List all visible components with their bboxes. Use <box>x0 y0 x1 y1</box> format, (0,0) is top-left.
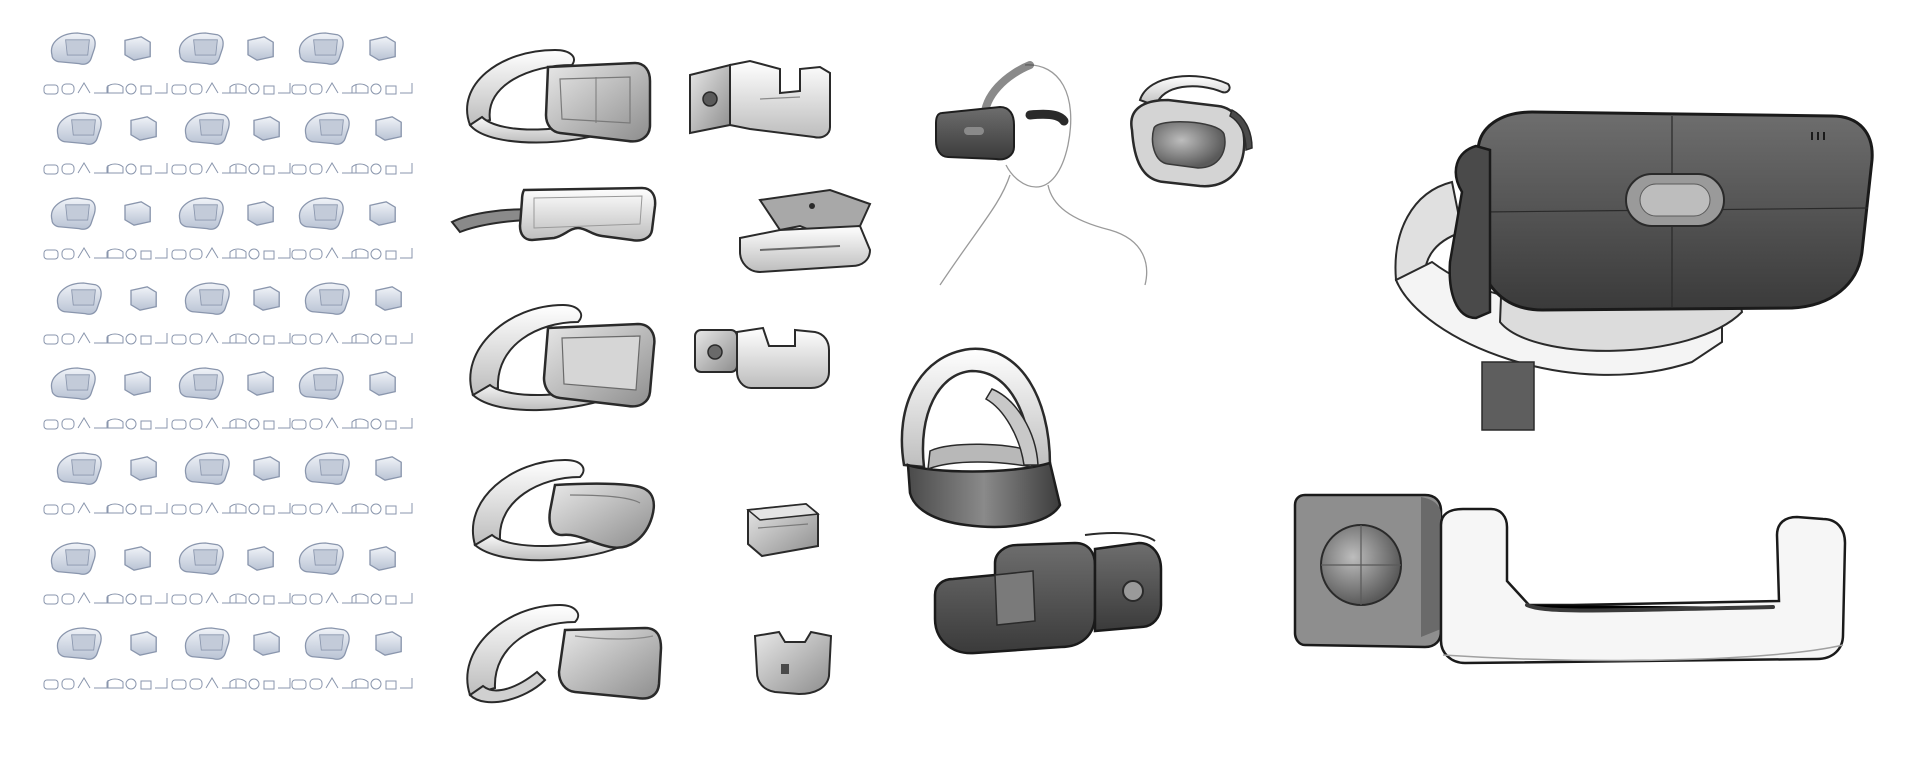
cradle-icon <box>43 197 109 260</box>
glasses-icon <box>43 367 109 430</box>
headset-rear-view <box>1130 75 1253 188</box>
controller-icon <box>106 371 168 430</box>
headset-curved-sketch <box>472 458 656 562</box>
glasses-icon <box>171 197 237 260</box>
stand-icon <box>229 286 291 345</box>
clamp-cube-sketch <box>694 326 830 389</box>
open-box-icon <box>291 627 357 690</box>
final-headset-render <box>1394 110 1874 431</box>
headset-icon <box>351 286 413 345</box>
tray-icon <box>351 201 413 260</box>
final-clamp-render <box>1293 493 1847 665</box>
headset-icon <box>106 631 168 690</box>
headset-icon <box>229 456 291 515</box>
cradle-icon <box>229 631 291 690</box>
open-box-icon <box>43 282 109 345</box>
person-wearing-headset <box>935 61 1148 286</box>
controller-icon <box>291 112 357 175</box>
controller-icon <box>43 452 109 515</box>
small-block-sketch <box>746 502 820 558</box>
glasses-icon <box>106 286 168 345</box>
stand-icon <box>43 542 109 605</box>
open-box-icon <box>351 546 413 605</box>
phone-mount-icon <box>229 546 291 605</box>
phone-mount-icon <box>171 627 237 690</box>
controller-icon <box>229 201 291 260</box>
thumbnail-grid <box>43 32 413 690</box>
headset-side-render <box>900 347 1062 529</box>
stand-icon <box>171 367 237 430</box>
tray-icon <box>43 627 109 690</box>
tray-icon <box>229 371 291 430</box>
controller-icon <box>351 36 413 95</box>
cradle-icon <box>351 456 413 515</box>
open-box-icon <box>229 36 291 95</box>
headset-icon <box>171 542 237 605</box>
dark-clamp-render <box>933 532 1163 655</box>
open-box-icon <box>171 112 237 175</box>
stand-icon <box>106 456 168 515</box>
glasses-icon <box>291 32 357 95</box>
controller-icon <box>171 282 237 345</box>
mount-plate-sketch <box>739 188 872 274</box>
tray-icon <box>106 546 168 605</box>
phone-mount-icon <box>106 36 168 95</box>
tray-icon <box>291 282 357 345</box>
phone-mount-icon <box>43 112 109 175</box>
phone-mount-icon <box>351 371 413 430</box>
headset-boxy-sketch <box>469 303 656 412</box>
stand-icon <box>291 197 357 260</box>
stand-icon <box>351 116 413 175</box>
tray-icon <box>171 452 237 515</box>
headset-icon <box>291 367 357 430</box>
phone-clamp-sketch <box>689 59 831 139</box>
headset-wrap-sketch <box>466 603 663 704</box>
headset-strap-sketch <box>466 48 652 144</box>
headset-icon <box>43 32 109 95</box>
phone-mount-icon <box>291 452 357 515</box>
glasses-icon <box>351 631 413 690</box>
open-box-icon <box>106 201 168 260</box>
glasses-icon <box>229 116 291 175</box>
cradle-icon <box>106 116 168 175</box>
cradle-icon <box>291 542 357 605</box>
visor-glasses-sketch <box>450 186 657 242</box>
cup-holder-sketch <box>753 630 833 696</box>
cradle-icon <box>171 32 237 95</box>
